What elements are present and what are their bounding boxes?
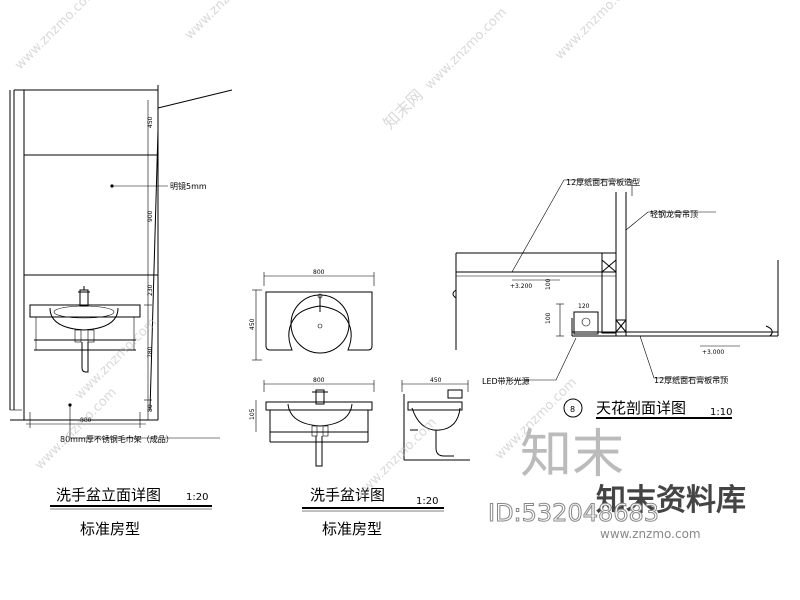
towel-bar-note: 80mm厚不锈钢毛巾架（成品） <box>60 434 174 444</box>
dim-100-a: 100 <box>545 312 552 324</box>
side-dim-450: 450 <box>430 377 442 384</box>
wm-site-7: www.znzmo.com <box>352 415 440 503</box>
drawing2-scale: 1:20 <box>416 496 438 507</box>
brand-name: 知末资料库 <box>596 483 746 518</box>
brand-site: www.znzmo.com <box>600 527 701 541</box>
top-board-note: 12厚纸面石膏板造型 <box>566 177 640 187</box>
drawing2-subtitle: 标准房型 <box>322 520 382 538</box>
wm-site-2: www.znzmo.com <box>182 0 270 43</box>
dim-120: 120 <box>578 303 590 310</box>
level-3200: +3.200 <box>510 283 532 290</box>
elev-dim-800: 800 <box>313 377 325 384</box>
drawing1-scale: 1:20 <box>186 492 208 503</box>
wm-site-3: www.znzmo.com <box>422 5 510 93</box>
brand-logo: 知末 <box>520 425 624 485</box>
dim-80: 80 <box>147 404 154 412</box>
drawing1-subtitle: 标准房型 <box>80 520 140 538</box>
brand-id: ID:532048683 <box>488 499 659 527</box>
level-3000: +3.000 <box>702 349 724 356</box>
plan-dim-800: 800 <box>313 269 325 276</box>
brand-watermark: 知末 知末资料库 ID:532048683 www.znzmo.com <box>488 425 747 541</box>
washbasin-detail-drawing: 800 450 800 105 450 <box>249 269 470 538</box>
dim-900: 900 <box>147 210 154 222</box>
drawing3-title: 天花剖面详图 <box>596 399 686 417</box>
dim-100-b: 100 <box>545 278 552 290</box>
led-note: LED带形光源 <box>482 376 530 386</box>
drawing2-title: 洗手盆详图 <box>310 486 385 504</box>
bottom-board-note: 12厚纸面石膏板吊顶 <box>654 375 728 385</box>
wm-site-5: www.znzmo.com <box>32 385 120 473</box>
plan-dim-450: 450 <box>249 318 256 330</box>
section-number: 8 <box>570 405 575 414</box>
ceiling-section-drawing: 100 120 100 +3.200 +3.000 12厚纸面石膏板造型 轻钢龙… <box>452 177 779 419</box>
drawing1-title: 洗手盆立面详图 <box>56 486 161 504</box>
elev-dim-105: 105 <box>249 408 256 420</box>
dim-450: 450 <box>147 116 154 128</box>
wm-small-logo: 知末网 <box>379 85 426 132</box>
drawing3-scale: 1:10 <box>710 407 732 418</box>
dim-780: 780 <box>147 346 154 358</box>
wm-site-1: www.znzmo.com <box>12 0 100 73</box>
washbasin-elevation-drawing: 450 900 230 780 80 明镜5mm 880 80m <box>9 85 233 538</box>
keel-note: 轻钢龙骨吊顶 <box>650 209 698 219</box>
dim-230: 230 <box>147 284 154 296</box>
wm-site-4: www.znzmo.com <box>552 0 640 63</box>
mirror-note: 明镜5mm <box>170 181 207 191</box>
dim-880: 880 <box>80 417 92 424</box>
